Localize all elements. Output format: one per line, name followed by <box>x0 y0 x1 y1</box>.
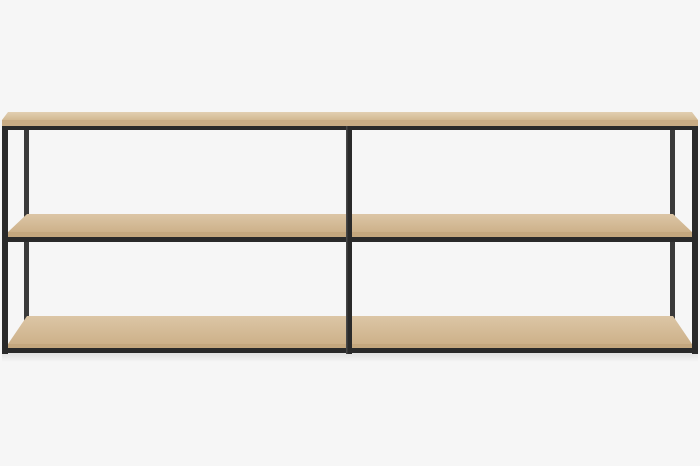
front-leg-left <box>2 126 8 354</box>
center-post <box>346 126 352 354</box>
top-shelf-surface <box>2 112 698 120</box>
center-post-highlight <box>346 126 348 354</box>
top-shelf-edge <box>2 120 698 126</box>
floor-shadow <box>2 352 698 362</box>
front-leg-right <box>692 126 698 354</box>
